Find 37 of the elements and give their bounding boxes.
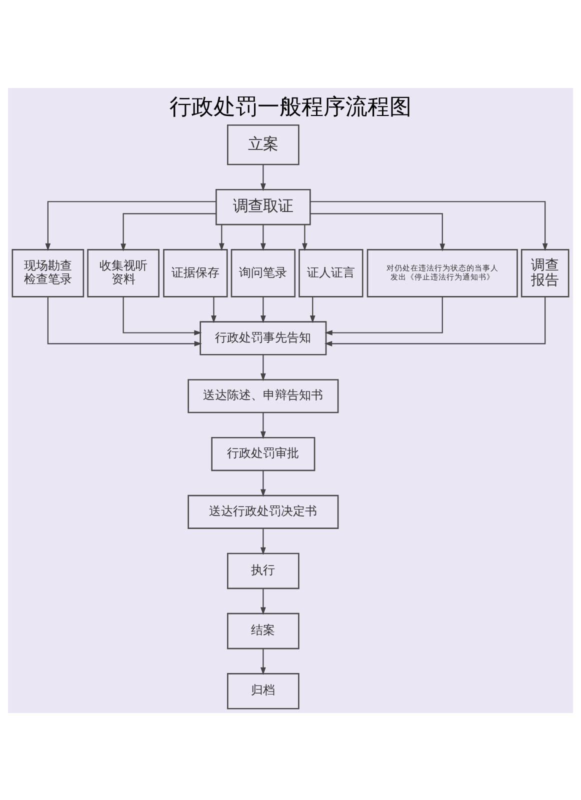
arrow: [218, 224, 224, 250]
arrow: [260, 224, 266, 250]
arrow: [260, 296, 266, 323]
node-box: 收集视听资料: [87, 248, 160, 297]
node-box: 行政处罚事先告知: [200, 320, 327, 355]
arrow: [260, 588, 266, 614]
node-box: 调查取证: [216, 188, 311, 225]
node-box: 送达陈述、申辩告知书: [188, 378, 339, 413]
node-box: 证人证言: [298, 248, 364, 297]
node-box: 归档: [227, 672, 300, 709]
node-box: 行政处罚审批: [211, 436, 316, 471]
arrow: [260, 648, 266, 675]
node-box: 结案: [227, 612, 300, 649]
node-box: 证据保存: [163, 248, 228, 297]
arrow: [45, 200, 216, 251]
node-box: 送达行政处罚决定书: [188, 494, 339, 528]
node-box: 执行: [227, 552, 300, 589]
arrow: [120, 212, 216, 251]
arrow: [310, 296, 316, 323]
diagram-title: 行政处罚一般程序流程图: [170, 94, 412, 120]
arrow: [260, 354, 266, 381]
arrow: [260, 412, 266, 439]
arrow: [310, 200, 548, 251]
arrow: [211, 296, 216, 323]
arrow: [260, 164, 266, 191]
node-box: 询问笔录: [230, 248, 296, 297]
node-box: 现场勘查检查笔录: [12, 248, 84, 297]
arrow: [47, 296, 202, 346]
arrow: [260, 528, 266, 555]
node-box: 调查报告: [520, 248, 570, 297]
arrow: [302, 224, 308, 250]
arrow: [324, 296, 443, 335]
arrow: [122, 296, 202, 335]
arrow: [260, 470, 266, 496]
arrow: [310, 212, 446, 251]
node-box: 立案: [227, 124, 300, 165]
arrow: [324, 296, 546, 346]
